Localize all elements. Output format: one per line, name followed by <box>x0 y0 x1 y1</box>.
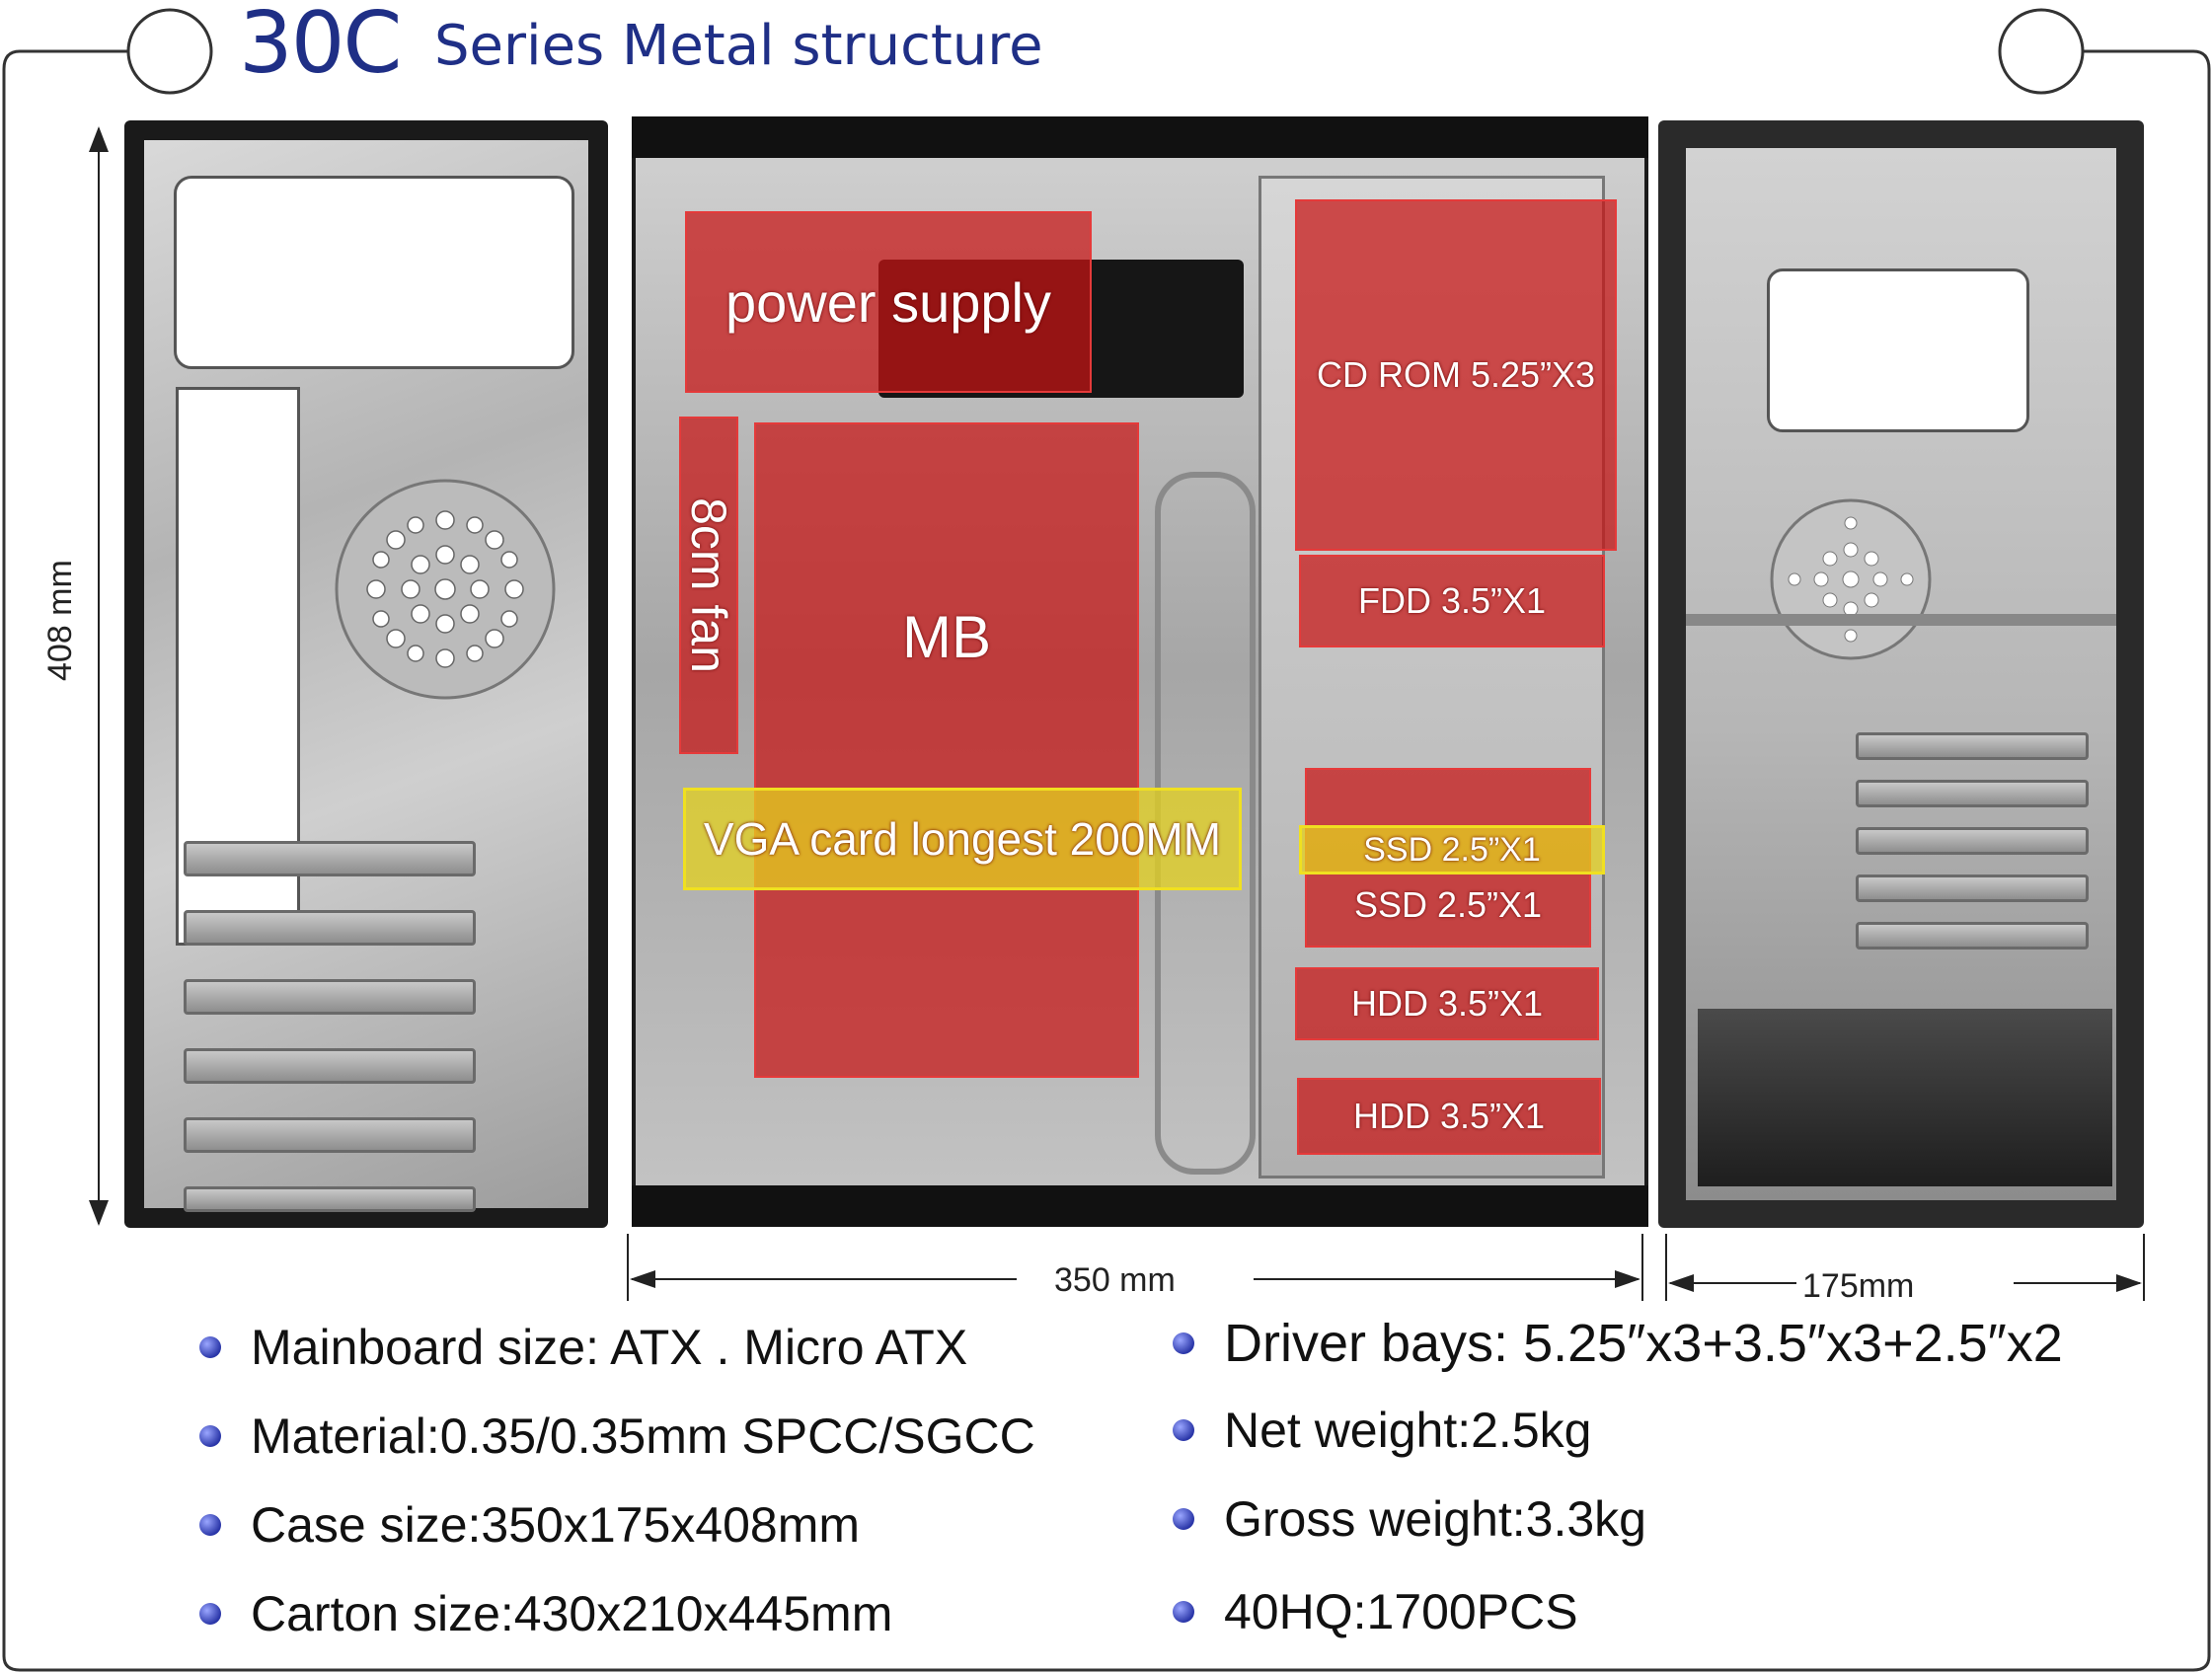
fan-grill-rear-icon <box>1770 498 1932 660</box>
spec-text: Case size:350x175x408mm <box>251 1497 860 1553</box>
psu-opening <box>174 176 574 369</box>
bottom-tray <box>1698 1009 2112 1186</box>
spec-40hq: 40HQ:1700PCS <box>1173 1583 1578 1640</box>
corner-circle-right <box>1998 8 2085 95</box>
model-title: 30C <box>239 0 402 93</box>
expansion-slot <box>184 841 476 876</box>
spec-text: Mainboard size: ATX . Micro ATX <box>251 1320 968 1375</box>
length-label: 350 mm <box>1054 1261 1176 1299</box>
spec-gross-weight: Gross weight:3.3kg <box>1173 1490 1646 1548</box>
power-supply-label: power supply <box>725 270 1051 334</box>
rear-expansion-slot <box>1856 827 2089 855</box>
width-label: 175mm <box>1802 1267 1915 1305</box>
bullet-icon <box>1173 1508 1194 1530</box>
cdrom-region: CD ROM 5.25”X3 <box>1295 199 1617 551</box>
bullet-icon <box>199 1425 221 1447</box>
spec-net-weight: Net weight:2.5kg <box>1173 1402 1591 1459</box>
corner-circle-left <box>126 8 213 95</box>
model-subtitle: Series Metal structure <box>434 14 1043 78</box>
spec-text: Net weight:2.5kg <box>1224 1403 1592 1458</box>
width-dimension-line <box>1665 1234 2145 1301</box>
expansion-slot <box>184 910 476 946</box>
height-dimension-line <box>89 126 109 1226</box>
length-dimension-line <box>627 1234 1643 1301</box>
rear-expansion-slot <box>1856 922 2089 950</box>
mb-label: MB <box>902 603 991 670</box>
fdd-label: FDD 3.5”X1 <box>1357 580 1547 621</box>
spec-text: Driver bays: 5.25″x3+3.5″x3+2.5″x2 <box>1224 1314 2063 1373</box>
spec-driver-bays: Driver bays: 5.25″x3+3.5″x3+2.5″x2 <box>1173 1313 2063 1374</box>
expansion-slot <box>184 979 476 1015</box>
hdd-1-label: HDD 3.5”X1 <box>1350 983 1544 1024</box>
ssd-1-region: SSD 2.5”X1 <box>1299 825 1605 875</box>
hdd-2-label: HDD 3.5”X1 <box>1352 1096 1546 1136</box>
vga-region: VGA card longest 200MM <box>683 788 1242 890</box>
spec-material: Material:0.35/0.35mm SPCC/SGCC <box>199 1407 1035 1465</box>
expansion-slot <box>184 1048 476 1084</box>
expansion-slot <box>184 1186 476 1212</box>
bullet-icon <box>1173 1419 1194 1441</box>
power-supply-region: power supply <box>685 211 1092 393</box>
spec-carton-size: Carton size:430x210x445mm <box>199 1585 892 1642</box>
fdd-region: FDD 3.5”X1 <box>1299 555 1605 647</box>
hdd-2-region: HDD 3.5”X1 <box>1297 1078 1601 1155</box>
motherboard-region: MB <box>754 422 1139 1078</box>
spec-case-size: Case size:350x175x408mm <box>199 1496 860 1554</box>
spec-text: Gross weight:3.3kg <box>1224 1491 1646 1547</box>
expansion-slot <box>184 1117 476 1153</box>
hdd-1-region: HDD 3.5”X1 <box>1295 967 1599 1040</box>
psu-opening-rear <box>1767 268 2029 432</box>
front-open-photo <box>1658 120 2144 1228</box>
vga-label: VGA card longest 200MM <box>703 813 1222 865</box>
spec-mainboard: Mainboard size: ATX . Micro ATX <box>199 1319 967 1376</box>
cross-bar <box>1686 614 2116 626</box>
spec-text: 40HQ:1700PCS <box>1224 1584 1578 1639</box>
cdrom-label: CD ROM 5.25”X3 <box>1316 354 1596 395</box>
height-label: 408 mm <box>41 560 79 681</box>
spec-text: Material:0.35/0.35mm SPCC/SGCC <box>251 1408 1035 1464</box>
back-panel-photo <box>124 120 608 1228</box>
bullet-icon <box>1173 1332 1194 1354</box>
ssd-1-label: SSD 2.5”X1 <box>1363 830 1541 869</box>
rear-expansion-slot <box>1856 780 2089 807</box>
rear-expansion-slot <box>1856 732 2089 760</box>
spec-text: Carton size:430x210x445mm <box>251 1586 893 1641</box>
bullet-icon <box>1173 1601 1194 1623</box>
ssd-2-label: SSD 2.5”X1 <box>1353 884 1543 925</box>
fan-grill-icon <box>335 479 556 700</box>
bullet-icon <box>199 1514 221 1536</box>
bullet-icon <box>199 1603 221 1625</box>
rear-expansion-slot <box>1856 875 2089 902</box>
fan-region: 8cm fan <box>679 417 738 754</box>
fan-label: 8cm fan <box>681 497 737 673</box>
bullet-icon <box>199 1336 221 1358</box>
